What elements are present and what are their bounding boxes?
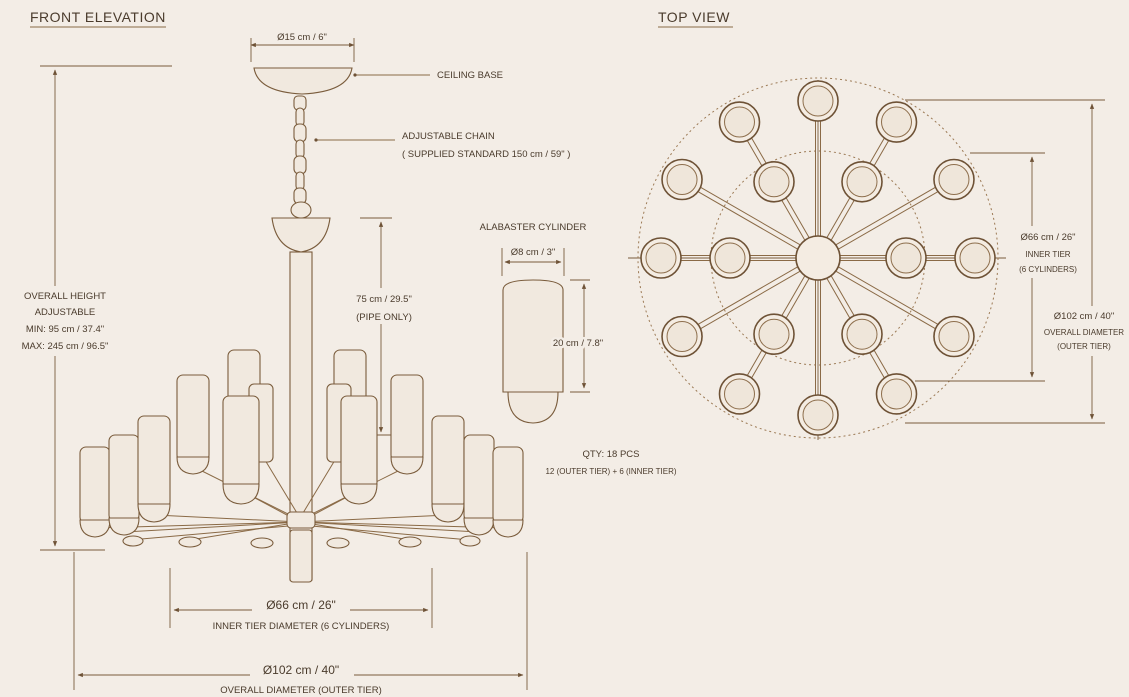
outer-cylinder-ring	[954, 237, 996, 279]
pipe-note: (PIPE ONLY)	[356, 312, 412, 323]
ceiling-base	[253, 67, 353, 95]
outer-cylinder-ring	[718, 373, 761, 415]
inner-dimension-text: Ø66 cm / 26"	[266, 598, 336, 612]
front-elevation-heading: FRONT ELEVATION	[30, 9, 166, 25]
outer-cylinder-ring	[875, 101, 918, 143]
outer-spoke	[680, 255, 820, 340]
inner-cylinder-ring	[753, 160, 795, 203]
outer-dim-bg	[250, 662, 354, 680]
outer-spoke	[680, 176, 820, 261]
cylinder-height-text: 20 cm / 7.8"	[553, 338, 603, 349]
base-dimension-text: Ø15 cm / 6"	[277, 32, 327, 43]
top-outer-label-bg	[1038, 306, 1128, 356]
front-elevation: Ø15 cm / 6" CEILING BASE ADJUSTABLE CHAI…	[12, 32, 570, 696]
inner-tier-cylinders	[176, 349, 424, 505]
top-view: Ø66 cm / 26" INNER TIER (6 CYLINDERS) Ø1…	[628, 77, 1128, 440]
chain-label: ADJUSTABLE CHAIN	[402, 131, 495, 142]
qty-line-1: QTY: 18 PCS	[582, 449, 639, 460]
outer-cylinder-ring	[797, 80, 839, 122]
top-view-cylinders	[640, 80, 996, 436]
adjustable-chain	[293, 95, 307, 205]
cylinder-cap	[507, 391, 559, 424]
outer-cylinder-ring	[933, 315, 975, 358]
top-inner-label-2: (6 CYLINDERS)	[1019, 265, 1077, 274]
outer-spoke	[815, 101, 821, 258]
height-label-bg	[12, 286, 130, 356]
top-outer-dimension-text: Ø102 cm / 40"	[1054, 311, 1114, 322]
height-min: MIN: 95 cm / 37.4"	[26, 324, 104, 335]
outer-spoke	[816, 255, 956, 340]
top-outer-label-2: (OUTER TIER)	[1057, 342, 1111, 351]
outer-cylinder-ring	[933, 158, 975, 201]
pipe-dimension-text: 75 cm / 29.5"	[356, 294, 412, 305]
alabaster-cylinder	[502, 279, 564, 393]
outer-cylinder-ring	[661, 158, 703, 201]
inner-cylinder-ring	[753, 313, 795, 356]
cylinder-diameter-text: Ø8 cm / 3"	[511, 247, 556, 258]
outer-cylinder-ring	[661, 315, 703, 358]
chain-loop	[290, 201, 312, 219]
pipe-label-bg	[336, 288, 432, 324]
qty-line-2: 12 (OUTER TIER) + 6 (INNER TIER)	[545, 467, 676, 476]
top-view-heading: TOP VIEW	[658, 9, 730, 25]
outer-cylinder-ring	[640, 237, 682, 279]
ceiling-base-label: CEILING BASE	[437, 70, 503, 81]
inner-dimension-label: INNER TIER DIAMETER (6 CYLINDERS)	[213, 621, 390, 632]
top-view-hub	[795, 235, 841, 281]
inner-cylinder-ring	[885, 237, 927, 279]
inner-cylinder-ring	[841, 313, 883, 356]
inner-cylinder-ring	[709, 237, 751, 279]
height-label-1: OVERALL HEIGHT	[24, 291, 106, 302]
inner-cylinder-ring	[841, 160, 883, 203]
top-inner-label-bg	[1006, 226, 1092, 278]
top-inner-dimension-text: Ø66 cm / 26"	[1020, 232, 1075, 243]
chain-note: ( SUPPLIED STANDARD 150 cm / 59" )	[402, 149, 570, 160]
height-max: MAX: 245 cm / 96.5"	[22, 341, 109, 352]
outer-dimension-text: Ø102 cm / 40"	[263, 663, 339, 677]
inner-dim-bg	[252, 596, 350, 614]
arm-hub	[286, 511, 316, 529]
cylinder-title: ALABASTER CYLINDER	[480, 222, 587, 233]
outer-cylinder-ring	[718, 101, 761, 143]
pipe-finial	[289, 529, 313, 583]
outer-cylinder-ring	[875, 373, 918, 415]
outer-tier-cylinders	[79, 415, 524, 549]
outer-dimension-label: OVERALL DIAMETER (OUTER TIER)	[220, 685, 382, 696]
top-outer-label-1: OVERALL DIAMETER	[1044, 328, 1124, 337]
height-label-2: ADJUSTABLE	[35, 307, 96, 318]
outer-spoke	[816, 176, 956, 261]
outer-spoke	[815, 258, 821, 415]
outer-tier-circle	[637, 77, 999, 439]
outer-cylinder-ring	[797, 394, 839, 436]
cylinder-detail: ALABASTER CYLINDER Ø8 cm / 3" 20 cm / 7.…	[480, 222, 606, 424]
top-inner-label-1: INNER TIER	[1025, 250, 1070, 259]
pipe-cup	[271, 217, 331, 253]
